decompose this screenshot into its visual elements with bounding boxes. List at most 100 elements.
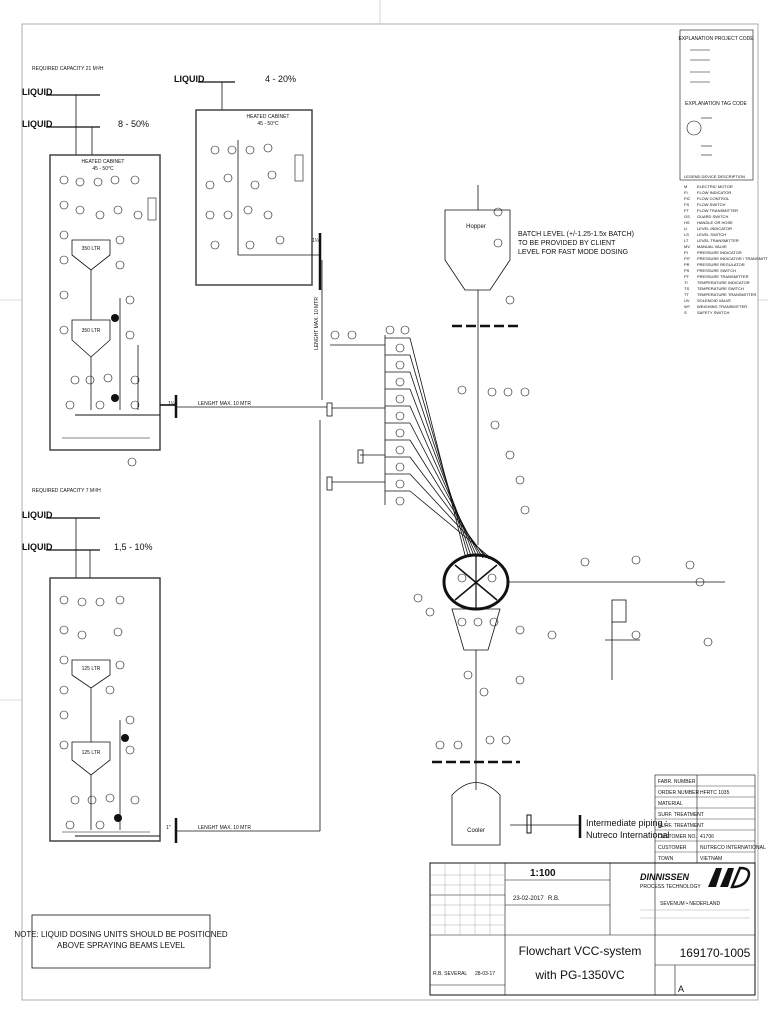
tank-label-3-upper: 125 LTR: [82, 666, 101, 672]
percentage-3: 1,5 - 10%: [114, 542, 153, 552]
legend-device-code: M: [684, 184, 687, 189]
required-capacity-3: REQUIRED CAPACITY 7 M³/H: [32, 488, 101, 494]
info-label: CUSTOMER: [658, 845, 687, 851]
info-label: CUSTOMER NO.: [658, 834, 697, 840]
legend-device-description: LEVEL INDICATOR: [697, 226, 732, 231]
hopper-label: Hopper: [466, 224, 486, 230]
legend-device-code: LI: [684, 226, 687, 231]
tank-label-1-upper: 350 LTR: [82, 246, 101, 252]
liquid-label-1b: LIQUID: [22, 119, 53, 129]
info-label: MATERIAL: [658, 801, 683, 807]
cooler-label: Cooler: [467, 828, 485, 834]
info-value: NUTRECO INTERNATIONAL: [700, 845, 766, 851]
pipe-length-1: LENGHT MAX. 10 MTR: [198, 401, 251, 407]
legend-device-description: TEMPERATURE SWITCH: [697, 286, 744, 291]
legend-device-code: GS: [684, 214, 690, 219]
legend-device-code: HS: [684, 220, 690, 225]
note-line-2: ABOVE SPRAYING BEAMS LEVEL: [57, 941, 185, 950]
manifold-pipes: [326, 335, 493, 560]
note-line-1: NOTE: LIQUID DOSING UNITS SHOULD BE POSI…: [14, 930, 228, 939]
pipe-length-3: LENGHT MAX. 10 MTR: [198, 825, 251, 831]
sheet-border: [21, 23, 759, 1001]
intermediate-piping-1: Intermediate piping :: [586, 818, 668, 828]
legend-device-code: TT: [684, 292, 689, 297]
legend-device-code: TI: [684, 280, 688, 285]
revision-date: 28-03-17: [475, 971, 495, 977]
legend-device-code: LS: [684, 232, 689, 237]
legend-device-description: FLOW TRANSMITTER: [697, 208, 738, 213]
legend-device-code: PIT: [684, 256, 691, 261]
revision-by: R.B. SEVERAL: [433, 971, 467, 977]
percentage-2: 4 - 20%: [265, 74, 296, 84]
legend-device-code: FT: [684, 208, 689, 213]
company-address: SEVENUM • NEDERLAND: [660, 901, 720, 907]
dosing-unit-2: LIQUID 4 - 20% HEATED CABINET 45 - 50°C …: [174, 74, 323, 400]
batch-note-3: LEVEL FOR FAST MODE DOSING: [518, 249, 628, 256]
legend-project-code-title: EXPLANATION PROJECT CODE: [678, 36, 754, 42]
legend-device-code: WT: [684, 304, 691, 309]
info-label: FABR. NUMBER: [658, 779, 696, 785]
pipe-size-2: 1¼": [312, 238, 321, 244]
pipe-length-2: LENGHT MAX. 10 MTR: [314, 297, 320, 350]
liquid-label-2: LIQUID: [174, 74, 205, 84]
legend-device-description: MANUAL VALVE: [697, 244, 727, 249]
pipe-size-3: 1": [166, 825, 171, 831]
legend-device-description: GUARD SWITCH: [697, 214, 728, 219]
process-line: Hopper BATCH LEVEL (+/-1.25-1.5x BATCH) …: [413, 185, 725, 846]
legend-device-description: PRESSURE INDICATOR / TRANSMITTER: [697, 256, 768, 261]
cabinet-temp-2: 45 - 50°C: [257, 121, 279, 127]
legend-device-code: S: [684, 310, 687, 315]
title-drawn-by: R.B.: [548, 896, 560, 902]
legend-device-description: TEMPERATURE INDICATOR: [697, 280, 750, 285]
legend-device-description: LEVEL SWITCH: [697, 232, 726, 237]
liquid-label-3a: LIQUID: [22, 510, 53, 520]
cabinet-3: [49, 577, 161, 842]
legend-panel: EXPLANATION PROJECT CODE EXPLANATION TAG…: [678, 29, 768, 315]
manifold-instruments: [330, 325, 410, 506]
cabinet-title-2: HEATED CABINET: [247, 114, 290, 120]
info-label: SURF. TREATMENT: [658, 812, 704, 818]
legend-device-description: WEIGHING TRANSMITTER: [697, 304, 747, 309]
legend-device-code: FS: [684, 202, 689, 207]
legend-device-description: PRESSURE INDICATOR: [697, 250, 742, 255]
info-label: SURF. TREATMENT: [658, 823, 704, 829]
drawing-sheet: A: [678, 984, 684, 994]
info-value: HFRTC 1035: [700, 790, 730, 796]
cabinet-title-1: HEATED CABINET: [82, 159, 125, 165]
drawing-title-line-1: Flowchart VCC-system: [519, 944, 642, 958]
legend-tag-code-title: EXPLANATION TAG CODE: [685, 101, 747, 107]
legend-device-description: FLOW CONTROL: [697, 196, 730, 201]
legend-device-code: PT: [684, 274, 690, 279]
legend-device-code: PS: [684, 268, 690, 273]
dosing-unit-1: REQUIRED CAPACITY 21 M³/H LIQUID LIQUID …: [22, 66, 330, 467]
info-label: TOWN: [658, 856, 674, 862]
legend-device-code: PI: [684, 250, 688, 255]
legend-device-description: ELECTRIC MOTOR: [697, 184, 733, 189]
legend-device-description: HANDLE OR HOSE: [697, 220, 733, 225]
heated-cabinet-1: [49, 154, 161, 451]
tank-label-3-lower: 125 LTR: [82, 750, 101, 756]
legend-device-description: PRESSURE SWITCH: [697, 268, 736, 273]
title-block: 1:100 23-02-2017 R.B. Flowchart VCC-syst…: [429, 862, 756, 996]
title-scale: 1:100: [530, 868, 556, 879]
legend-device-description: LEVEL TRANSMITTER: [697, 238, 739, 243]
company-subtitle: PROCESS TECHNOLOGY: [640, 884, 701, 890]
company-logo-icon: [708, 866, 751, 889]
tank-label-1-lower: 350 LTR: [82, 328, 101, 334]
info-label: ORDER NUMBER: [658, 790, 700, 796]
pipe-size-1: 1¼": [168, 401, 177, 407]
legend-device-description: PRESSURE TRANSMITTER: [697, 274, 749, 279]
legend-device-code: MV: [684, 244, 690, 249]
percentage-1: 8 - 50%: [118, 119, 149, 129]
legend-device-code: FIC: [684, 196, 691, 201]
batch-note-1: BATCH LEVEL (+/-1.25-1.5x BATCH): [518, 231, 634, 238]
heated-cabinet-2: [195, 109, 313, 286]
company-logo-text: DINNISSEN: [640, 872, 690, 882]
legend-device-description: FLOW SWITCH: [697, 202, 726, 207]
legend-device-description: TEMPERATURE TRANSMITTER: [697, 292, 757, 297]
info-value: 41706: [700, 834, 714, 840]
legend-device-code: TS: [684, 286, 689, 291]
required-capacity-1: REQUIRED CAPACITY 21 M³/H: [32, 66, 104, 72]
